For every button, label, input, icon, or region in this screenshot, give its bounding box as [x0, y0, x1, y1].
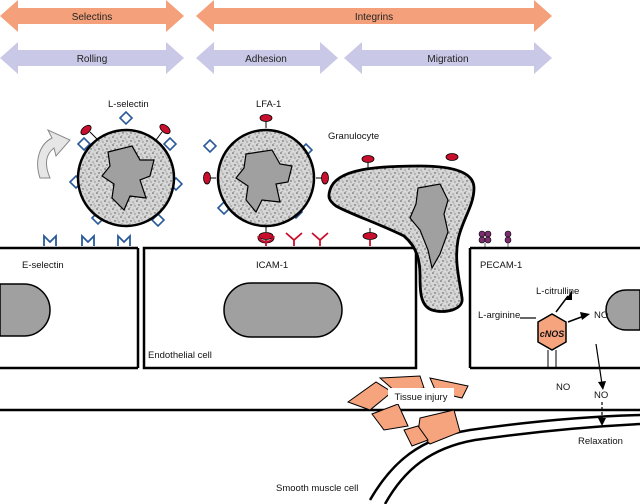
integrins-label: Integrins: [355, 12, 393, 23]
selectins-label: Selectins: [72, 12, 113, 23]
icam-1-receptors: [257, 232, 371, 246]
migration-arrow: Migration: [344, 42, 552, 74]
migration-label: Migration: [427, 54, 468, 65]
e-selectin-receptors: [43, 233, 131, 246]
cnos-label: cNOS: [540, 329, 565, 339]
adhesion-label: Adhesion: [245, 54, 287, 65]
central-endothelial-cell: [142, 246, 418, 370]
icam-1-label: ICAM-1: [256, 260, 288, 271]
tissue-injury: [346, 375, 469, 447]
migrating-granulocyte: [327, 153, 476, 313]
l-arginine-label: L-arginine: [478, 310, 520, 321]
integrins-arrow: Integrins: [196, 0, 552, 32]
e-selectin-label: E-selectin: [22, 260, 64, 271]
lfa-1-label: LFA-1: [256, 99, 281, 110]
no-label-2: NO: [556, 382, 570, 393]
nucleus-right: [605, 289, 640, 331]
adhesion-arrow: Adhesion: [196, 42, 338, 74]
pecam-1-receptors: [478, 230, 512, 247]
smooth-muscle-cell-outline: [368, 413, 640, 501]
no-label-1: NO: [594, 310, 608, 321]
rolling-label: Rolling: [77, 54, 108, 65]
nucleus-center: [223, 282, 343, 338]
selectins-arrow: Selectins: [0, 0, 184, 32]
nucleus: [235, 149, 293, 214]
endothelial-cell-label: Endothelial cell: [148, 350, 212, 361]
rolling-arrow: Rolling: [0, 42, 184, 74]
tissue-injury-label: Tissue injury: [395, 392, 448, 403]
nucleus: [101, 145, 155, 212]
rolling-direction-icon: [37, 128, 71, 179]
adherent-granulocyte: [202, 114, 329, 244]
granulocyte-label: Granulocyte: [328, 131, 379, 142]
nucleus-left: [0, 283, 51, 337]
l-citrulline-label: L-citrulline: [536, 286, 579, 297]
cnos-enzyme: [537, 313, 567, 351]
pecam-1-label: PECAM-1: [480, 260, 522, 271]
endothelial-layer: [0, 246, 640, 370]
l-selectin-label: L-selectin: [108, 99, 149, 110]
cnos-pathway: cNOS: [520, 290, 606, 426]
nucleus: [409, 183, 449, 270]
rolling-granulocyte: [37, 110, 184, 228]
relaxation-label: Relaxation: [578, 436, 623, 447]
no-label-3: NO: [594, 390, 608, 401]
smooth-muscle-cell-label: Smooth muscle cell: [276, 483, 358, 494]
